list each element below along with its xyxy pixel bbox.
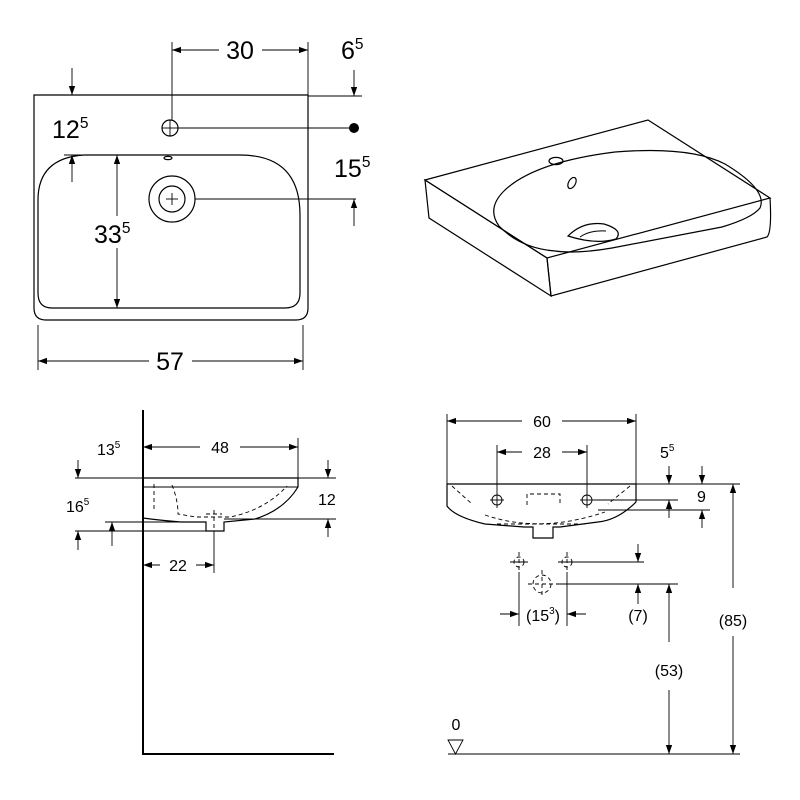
floor-datum-label: 0 bbox=[452, 717, 461, 734]
tap-hole-dot bbox=[349, 123, 359, 133]
dim-15-3-label: (153) bbox=[526, 606, 560, 625]
iso-overflow bbox=[567, 176, 577, 190]
side-view: 48 135 165 12 22 bbox=[66, 410, 336, 755]
dim-7-label: (7) bbox=[628, 608, 648, 625]
dim-53-label: (53) bbox=[655, 663, 683, 680]
dim-12-label: 12 bbox=[318, 492, 336, 509]
dim-33-5-label: 335 bbox=[94, 220, 130, 249]
dim-16-5-label: 165 bbox=[66, 497, 90, 516]
iso-bowl bbox=[493, 149, 762, 253]
basin-outline-top bbox=[33, 94, 309, 321]
dim-15-5-label: 155 bbox=[334, 154, 370, 183]
fixing-mark-left bbox=[510, 552, 528, 572]
floor-datum-icon bbox=[447, 739, 464, 755]
basin-front bbox=[446, 483, 637, 539]
iso-top-face bbox=[423, 119, 772, 259]
dim-5-5-label: 55 bbox=[660, 443, 675, 462]
dim-57-label: 57 bbox=[156, 348, 184, 376]
iso-front-face bbox=[424, 178, 552, 298]
bowl-outline-top bbox=[37, 154, 301, 309]
dim-85-label: (85) bbox=[719, 613, 747, 630]
overflow-slot bbox=[163, 155, 173, 161]
dim-60-label: 60 bbox=[533, 414, 551, 431]
dim-30-label: 30 bbox=[226, 37, 254, 65]
front-view: 60 28 55 9 (85) bbox=[446, 414, 747, 755]
iso-drain-recess bbox=[566, 222, 619, 242]
dim-6-5-label: 65 bbox=[341, 36, 364, 65]
dim-9-label: 9 bbox=[697, 489, 706, 506]
fixing-mark-right bbox=[558, 552, 576, 572]
iso-tap-hole bbox=[548, 156, 564, 166]
drain-inner bbox=[158, 185, 186, 213]
isometric-view bbox=[423, 119, 772, 298]
iso-side-face bbox=[546, 197, 772, 297]
dim-12-5-label: 125 bbox=[52, 115, 88, 144]
dim-13-5-label: 135 bbox=[97, 440, 121, 459]
dim-22-label: 22 bbox=[169, 558, 187, 575]
dim-48-label: 48 bbox=[211, 440, 229, 457]
drain-point-mark bbox=[528, 570, 556, 598]
dim-28-label: 28 bbox=[533, 445, 551, 462]
top-view: 30 65 125 155 335 57 bbox=[33, 36, 370, 376]
basin-section bbox=[142, 477, 299, 532]
